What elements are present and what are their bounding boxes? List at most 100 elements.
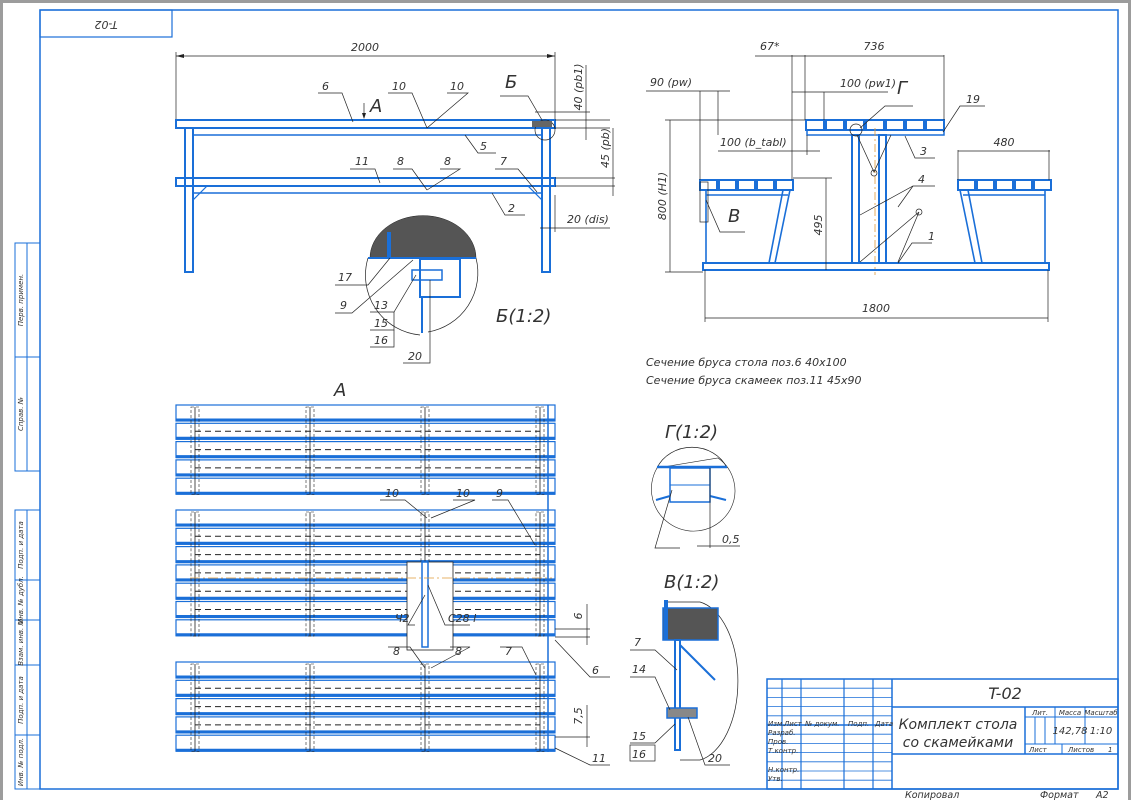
detail-v-title: В(1:2) [664,572,719,593]
dim-b-tabl: 100 (b_tabl) [720,136,787,149]
tb-izm: Изм. [768,720,784,728]
bench-slat [775,179,794,191]
stamp-box [39,9,173,38]
callout: 7 [500,155,507,168]
strip-label: Подп. и дата [17,521,25,569]
callout: 3 [920,145,927,158]
tb-format-label: Формат [1040,790,1079,800]
callout: 7 [505,645,512,658]
strip-label: Инв. № дубл. [17,576,25,624]
table-top [175,119,556,129]
tb-list: Лист [783,720,803,728]
tb-scale-header: Масштаб [1084,709,1118,717]
tb-scale: 1:10 [1090,726,1112,737]
strip-label: Взам. инв. № [17,618,25,666]
strip-label: Справ. № [17,397,25,431]
callout: 20 [408,350,422,363]
dim-1800: 1800 [862,302,890,315]
bench-slat [1033,179,1052,191]
tb-role: Утв. [768,775,783,783]
plan-crossbar [535,663,545,752]
detail-g-mark: Г [897,78,909,99]
paper [3,3,1128,800]
strip-label: Перв. примен. [17,274,25,327]
tb-name-line2: со скамейками [903,735,1013,751]
callout: 8 [444,155,451,168]
callout: 10 [456,487,470,500]
callout: 17 [338,271,352,284]
callout: 10 [392,80,406,93]
callout: 2 [508,202,515,215]
note-table-section: Сечение бруса стола поз.6 40x100 [646,356,847,369]
detail-v: В(1:2) 7 14 15 16 20 [629,572,739,766]
note-bench-section: Сечение бруса скамеек поз.11 45x90 [646,374,862,387]
tb-mass-header: Масса [1059,709,1081,717]
dim-480: 480 [994,136,1015,149]
callout: 20 [708,752,722,765]
tb-doc: № докум. [804,720,840,728]
tb-designation: T-02 [988,684,1022,703]
view-arrow-label: А [369,96,382,117]
plan-crossbar [190,663,200,752]
callout: 15 [374,317,388,330]
callout: Ч2 [395,612,410,625]
tb-sign: Подп. [848,720,869,728]
bench-slat [957,179,976,191]
detail-b-title: Б(1:2) [496,306,551,327]
dim-angle: 67* [760,40,780,53]
callout: 6 [592,664,599,677]
callout: 9 [340,299,347,312]
tb-role: Н.контр. [768,766,799,774]
tb-sheet-label: Лист [1028,746,1048,754]
callout: 19 [966,93,980,106]
callout: 7 [634,636,641,649]
tb-role: Пров. [768,738,788,746]
dim-495: 495 [812,215,825,236]
dim-7-5: 7,5 [572,707,585,725]
callout: 11 [355,155,369,168]
side-strip: Перв. примен. Справ. № Подп. и дата Инв.… [14,242,41,790]
dim-pw: 90 (pw) [650,76,692,89]
dim-pb: 45 (pb) [599,128,612,168]
plan-crossbar [420,663,430,752]
callout: 13 [374,299,388,312]
front-view: 2000 40 (pb1) 45 (pb) 20 (dis) А Б 6 10 … [175,41,615,273]
bench-slat [976,179,995,191]
bench-slat [1014,179,1033,191]
tb-copied: Копировал [905,790,959,800]
detail-g: Г(1:2) 0,5 [651,422,740,549]
tb-role: Т.контр. [768,747,798,755]
tb-lit-header: Лит. [1031,709,1048,717]
plan-crossbar [305,663,315,752]
dim-6: 6 [572,613,585,620]
callout: 6 [322,80,329,93]
callout: 15 [632,730,646,743]
detail-mark-label: Б [505,72,517,93]
dim-h1: 800 (H1) [656,172,669,220]
callout: 1 [928,230,935,243]
tb-role: Разраб. [768,729,796,737]
bench-slat [718,179,737,191]
dim-length: 2000 [351,41,379,54]
strip-label: Инв. № подл. [17,738,25,786]
detail-b: 17 9 13 15 16 20 Б(1:2) [335,215,551,364]
plan-crossbar [305,406,315,495]
callout: 16 [374,334,388,347]
plan-crossbar [420,406,430,495]
callout: 8 [397,155,404,168]
dim-dis: 20 (dis) [567,213,609,226]
tb-mass: 142,78 [1053,726,1088,737]
tb-sheets-label: Листов [1067,746,1094,754]
detail-g-title: Г(1:2) [665,422,718,443]
callout: 16 [632,748,646,761]
title-block: T-02 Комплект стола со скамейками Лит. М… [766,678,1119,790]
side-view: 736 67* 90 (pw) 100 (pw1) 100 (b_tabl) 4… [646,40,1052,322]
bench-slat [756,179,775,191]
tb-sheets: 1 [1108,746,1112,754]
plan-view: А 10 10 9 Ч2 С28 l 8 8 7 6 11 6 7,5 [175,380,610,766]
plan-crossbar [535,406,545,495]
callout: 14 [632,663,646,676]
tb-date: Дата [874,720,893,728]
dim-0-5: 0,5 [722,533,740,546]
